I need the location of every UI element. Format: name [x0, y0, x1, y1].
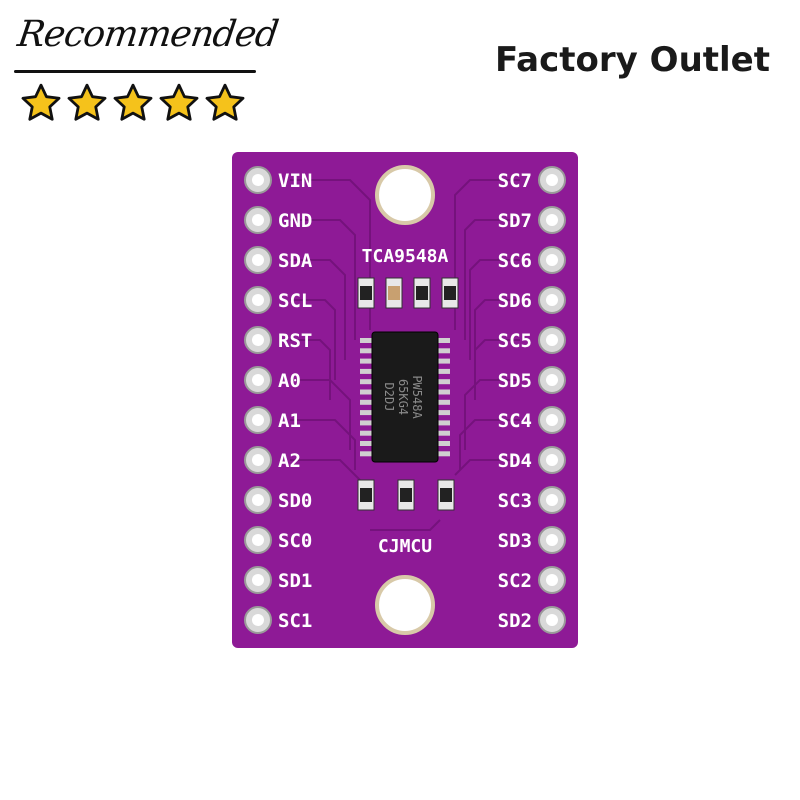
pin-label: A1 [278, 410, 301, 432]
pin-hole [546, 254, 558, 266]
pin-label: SD2 [498, 610, 532, 632]
pin-hole [252, 214, 264, 226]
pcb-board: TCA9548A PW548A 65KG4 D2DJ [232, 152, 578, 648]
ic-chip: PW548A 65KG4 D2DJ [360, 331, 450, 463]
star-icon [21, 83, 61, 121]
pin-hole [252, 174, 264, 186]
star-icon [67, 83, 107, 121]
pin-label: SD4 [498, 450, 532, 472]
pin-label: SC3 [498, 490, 532, 512]
pin-hole [252, 574, 264, 586]
pin-hole [546, 534, 558, 546]
pin-hole [546, 374, 558, 386]
ic-marking-line-2: 65KG4 [396, 379, 410, 415]
pin-label: SD3 [498, 530, 532, 552]
pin-label: SCL [278, 290, 312, 312]
pin-hole [546, 574, 558, 586]
pin-label: VIN [278, 170, 312, 192]
pin-hole [252, 614, 264, 626]
pin-label: GND [278, 210, 312, 232]
mounting-hole-top [375, 165, 435, 225]
resistors-top [357, 277, 459, 309]
star-icon [113, 83, 153, 121]
ic-marking-line-3: D2DJ [382, 383, 396, 412]
pin-hole [252, 414, 264, 426]
pin-label: SC7 [498, 170, 532, 192]
brand-label: CJMCU [378, 536, 432, 557]
ic-marking-line-1: PW548A [410, 375, 424, 419]
pin-label: SC2 [498, 570, 532, 592]
pin-hole [546, 294, 558, 306]
resistors-bottom [357, 479, 455, 511]
mounting-hole-bottom [375, 575, 435, 635]
pin-hole [546, 454, 558, 466]
pin-hole [546, 214, 558, 226]
pin-hole [546, 614, 558, 626]
pin-hole [252, 454, 264, 466]
recommended-label: Recommended [15, 14, 281, 55]
pin-hole [252, 494, 264, 506]
pin-hole [546, 494, 558, 506]
pin-label: SC0 [278, 530, 312, 552]
pin-hole [546, 174, 558, 186]
pin-label: SC1 [278, 610, 312, 632]
pin-label: SD5 [498, 370, 532, 392]
pin-hole [252, 254, 264, 266]
star-icon [159, 83, 199, 121]
pin-hole [252, 334, 264, 346]
pin-hole [546, 414, 558, 426]
pin-hole [252, 374, 264, 386]
pin-label: RST [278, 330, 312, 352]
rating-stars [20, 82, 246, 124]
pin-label: SC5 [498, 330, 532, 352]
pin-label: SC6 [498, 250, 532, 272]
pin-label: SD0 [278, 490, 312, 512]
star-icon [205, 83, 245, 121]
pcb-traces [290, 179, 520, 531]
pin-hole [252, 294, 264, 306]
pin-label: SC4 [498, 410, 532, 432]
pin-label: A2 [278, 450, 301, 472]
recommended-badge: Recommended [14, 8, 280, 128]
pcb-board-image: TCA9548A PW548A 65KG4 D2DJ [230, 150, 580, 650]
badge-underline [14, 70, 256, 73]
pin-label: SDA [278, 250, 313, 272]
pin-label: SD1 [278, 570, 312, 592]
pin-label: SD7 [498, 210, 532, 232]
chip-label: TCA9548A [362, 246, 449, 267]
factory-outlet-label: Factory Outlet [494, 40, 770, 80]
pin-label: A0 [278, 370, 301, 392]
pin-hole [252, 534, 264, 546]
pin-hole [546, 334, 558, 346]
pin-label: SD6 [498, 290, 532, 312]
